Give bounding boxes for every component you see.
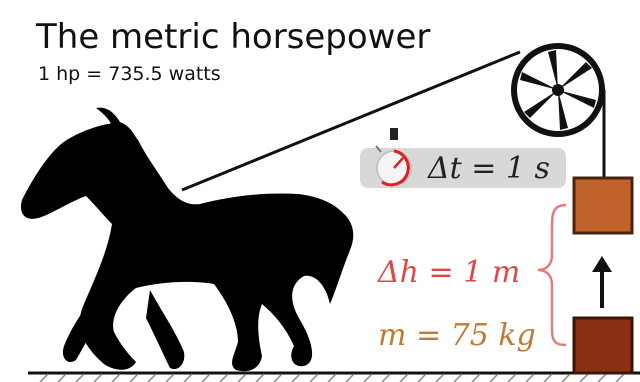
height-label: Δh = 1 m — [377, 255, 520, 290]
stopwatch-icon — [375, 128, 412, 187]
ground — [28, 371, 640, 382]
timer-badge: Δt = 1 s — [360, 128, 566, 188]
height-brace — [537, 203, 567, 347]
time-label: Δt = 1 s — [427, 151, 550, 186]
rope — [181, 50, 606, 192]
arrow-up-icon — [592, 256, 612, 308]
pulley-wheel-icon — [511, 43, 605, 137]
lifted-mass-box — [572, 176, 634, 235]
horse-silhouette-icon — [20, 107, 354, 372]
initial-mass-box — [572, 316, 634, 375]
diagram-subtitle: 1 hp = 735.5 watts — [38, 63, 221, 85]
diagram-title: The metric horsepower — [35, 17, 430, 57]
mass-label: m = 75 kg — [378, 318, 536, 353]
